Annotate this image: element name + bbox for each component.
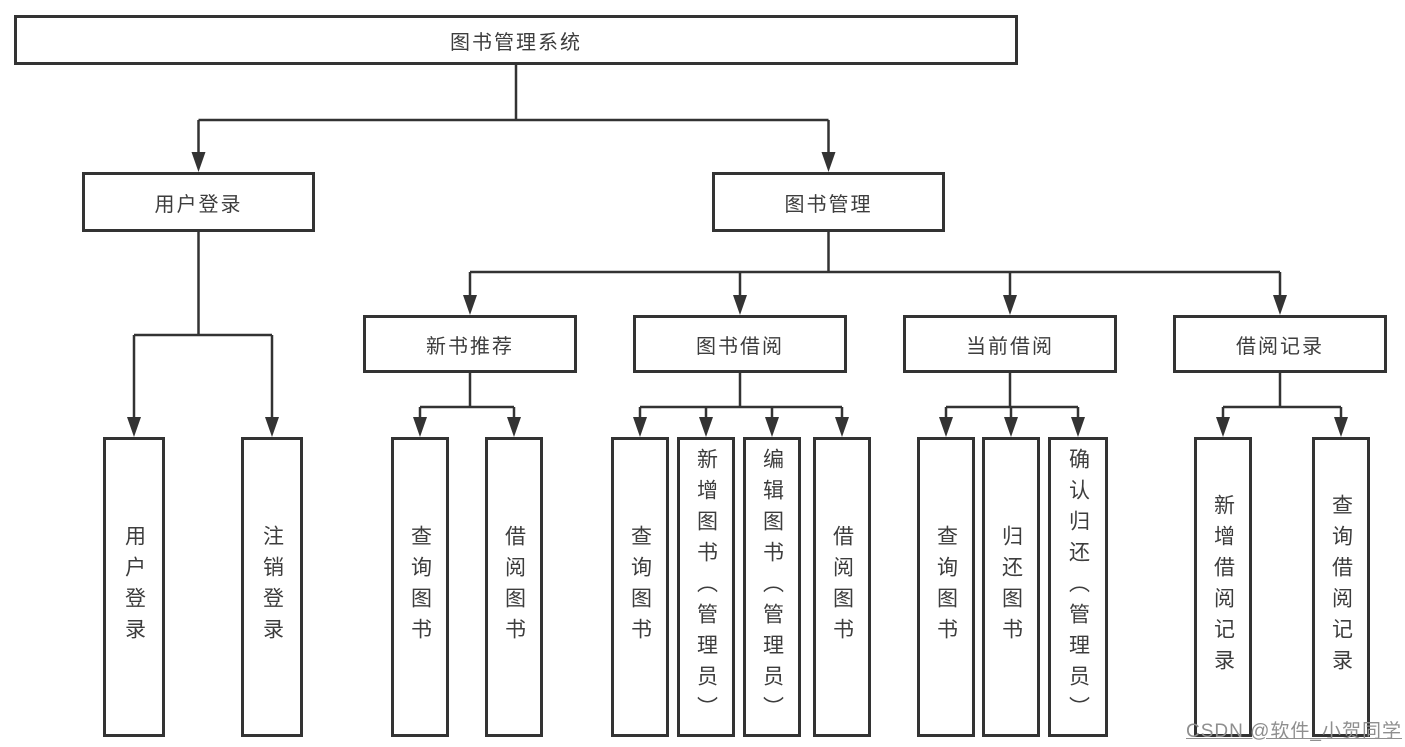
leaf-query-books-recommend: 查询图书 xyxy=(391,437,449,737)
leaf-user-login: 用户登录 xyxy=(103,437,165,737)
csdn-watermark: CSDN @软件_小贺同学 xyxy=(1186,721,1402,742)
node-library-system: 图书管理系统 xyxy=(14,15,1018,65)
leaf-confirm-return-admin: 确认归还（管理员） xyxy=(1048,437,1108,737)
node-user-login: 用户登录 xyxy=(82,172,315,232)
node-book-management: 图书管理 xyxy=(712,172,945,232)
leaf-edit-books-admin: 编辑图书（管理员） xyxy=(743,437,801,737)
node-current-borrow: 当前借阅 xyxy=(903,315,1117,373)
leaf-logout: 注销登录 xyxy=(241,437,303,737)
leaf-borrow-books-recommend: 借阅图书 xyxy=(485,437,543,737)
arrowheads xyxy=(127,152,1348,437)
leaf-return-books: 归还图书 xyxy=(982,437,1040,737)
leaf-add-books-admin: 新增图书（管理员） xyxy=(677,437,735,737)
leaf-query-books-borrow: 查询图书 xyxy=(611,437,669,737)
leaf-add-borrow-record: 新增借阅记录 xyxy=(1194,437,1252,737)
node-book-borrow: 图书借阅 xyxy=(633,315,847,373)
leaf-query-books-current: 查询图书 xyxy=(917,437,975,737)
node-borrow-records: 借阅记录 xyxy=(1173,315,1387,373)
node-new-book-recommend: 新书推荐 xyxy=(363,315,577,373)
leaf-query-borrow-record: 查询借阅记录 xyxy=(1312,437,1370,737)
leaf-borrow-books: 借阅图书 xyxy=(813,437,871,737)
